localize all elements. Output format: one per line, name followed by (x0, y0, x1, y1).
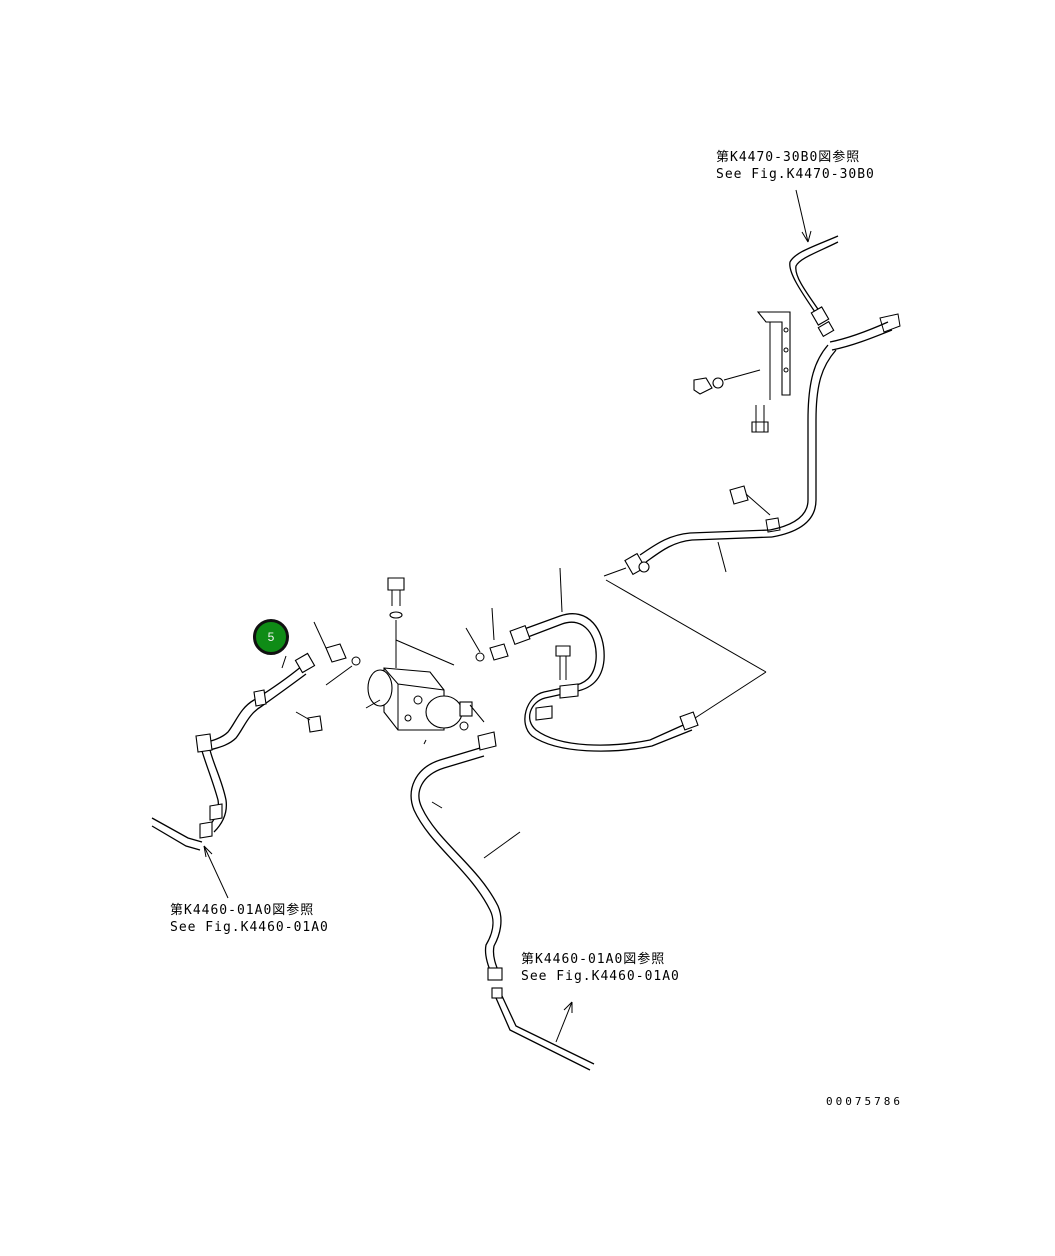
reference-left-en: See Fig.K4460-01A0 (170, 920, 329, 935)
reference-label-bottom: 第K4460-01A0図参照 See Fig.K4460-01A0 (521, 951, 680, 985)
lower-hose (410, 747, 595, 1071)
center-valve-assembly (313, 577, 509, 751)
reference-label-left: 第K4460-01A0図参照 See Fig.K4460-01A0 (170, 902, 329, 936)
reference-label-top: 第K4470-30B0図参照 See Fig.K4470-30B0 (716, 149, 875, 183)
part-callout-5[interactable]: 5 (253, 619, 289, 655)
drawing-number: 00075786 (826, 1095, 903, 1108)
right-hose-loop (509, 567, 699, 752)
reference-bottom-jp: 第K4460-01A0図参照 (521, 952, 666, 967)
reference-bottom-en: See Fig.K4460-01A0 (521, 969, 680, 984)
reference-top-jp: 第K4470-30B0図参照 (716, 150, 861, 165)
leader-lines (605, 579, 767, 721)
reference-top-en: See Fig.K4470-30B0 (716, 167, 875, 182)
upper-right-pipe-assembly (603, 189, 901, 577)
left-hose (151, 652, 323, 899)
reference-left-jp: 第K4460-01A0図参照 (170, 903, 315, 918)
